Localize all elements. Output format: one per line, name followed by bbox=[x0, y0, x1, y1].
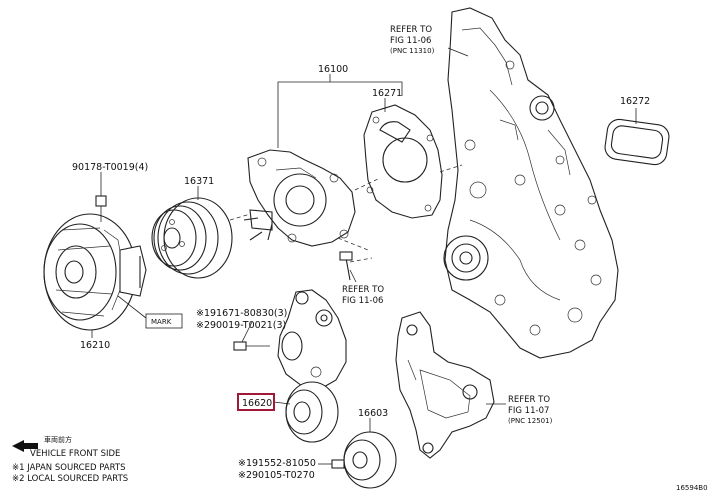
reference-text: FIG 11-06 bbox=[390, 36, 431, 46]
fan-clutch-illustration bbox=[43, 195, 147, 331]
highlight-box bbox=[237, 393, 275, 411]
front-side-en: VEHICLE FRONT SIDE bbox=[30, 449, 120, 459]
reference-mid[interactable]: REFER TO FIG 11-06 bbox=[342, 285, 384, 306]
alignment-line bbox=[337, 237, 369, 251]
idler-pulley-illustration bbox=[318, 431, 397, 489]
reference-text: REFER TO bbox=[342, 285, 384, 295]
part-label-191671[interactable]: ※191671-80830(3) bbox=[196, 308, 287, 319]
reference-text: (PNC 11310) bbox=[390, 47, 435, 55]
legend-note-1: ※1 JAPAN SOURCED PARTS bbox=[12, 463, 125, 473]
part-label-16603[interactable]: 16603 bbox=[358, 408, 388, 419]
timing-cover-illustration bbox=[443, 7, 619, 359]
gasket-16272-illustration bbox=[604, 118, 670, 166]
pulley-16371-illustration bbox=[151, 197, 233, 279]
part-label-16371[interactable]: 16371 bbox=[184, 176, 214, 187]
figure-code: 16594B0 bbox=[676, 484, 708, 492]
part-label-16620-highlight[interactable]: 16620 bbox=[237, 393, 275, 411]
reference-text: FIG 11-07 bbox=[508, 406, 549, 416]
part-label-16272[interactable]: 16272 bbox=[620, 96, 650, 107]
legend: 車両前方 VEHICLE FRONT SIDE ※1 JAPAN SOURCED… bbox=[12, 435, 128, 484]
part-label-191552[interactable]: ※191552-81050 bbox=[238, 458, 316, 469]
bracket-illustration bbox=[395, 311, 495, 459]
reference-top[interactable]: REFER TO FIG 11-06 (PNC 11310) bbox=[390, 25, 435, 55]
part-label-16100[interactable]: 16100 bbox=[318, 64, 348, 75]
part-label-16620[interactable]: 16620 bbox=[242, 398, 272, 409]
reference-text: REFER TO bbox=[508, 395, 550, 405]
part-label-16210[interactable]: 16210 bbox=[80, 340, 110, 351]
alignment-line bbox=[439, 164, 463, 173]
arrow-left-icon bbox=[12, 440, 38, 452]
part-label-290105[interactable]: ※290105-T0270 bbox=[238, 470, 315, 481]
tensioner-illustration bbox=[233, 289, 347, 443]
alignment-line bbox=[229, 213, 251, 221]
water-pump-illustration bbox=[243, 149, 373, 281]
mark-label: MARK bbox=[151, 318, 172, 326]
reference-text: (PNC 12501) bbox=[508, 417, 553, 425]
reference-text: FIG 11-06 bbox=[342, 296, 383, 306]
alignment-line bbox=[354, 177, 381, 191]
mark-box: MARK bbox=[145, 313, 183, 329]
reference-text: REFER TO bbox=[390, 25, 432, 35]
part-label-90178[interactable]: 90178-T0019(4) bbox=[72, 162, 148, 173]
part-label-290019[interactable]: ※290019-T0021(3) bbox=[196, 320, 286, 331]
front-side-jp: 車両前方 bbox=[44, 435, 72, 444]
reference-right[interactable]: REFER TO FIG 11-07 (PNC 12501) bbox=[508, 395, 553, 425]
leader-lines bbox=[91, 47, 637, 432]
legend-note-2: ※2 LOCAL SOURCED PARTS bbox=[12, 474, 128, 484]
gasket-16271-illustration bbox=[363, 104, 443, 219]
part-label-16271[interactable]: 16271 bbox=[372, 88, 402, 99]
